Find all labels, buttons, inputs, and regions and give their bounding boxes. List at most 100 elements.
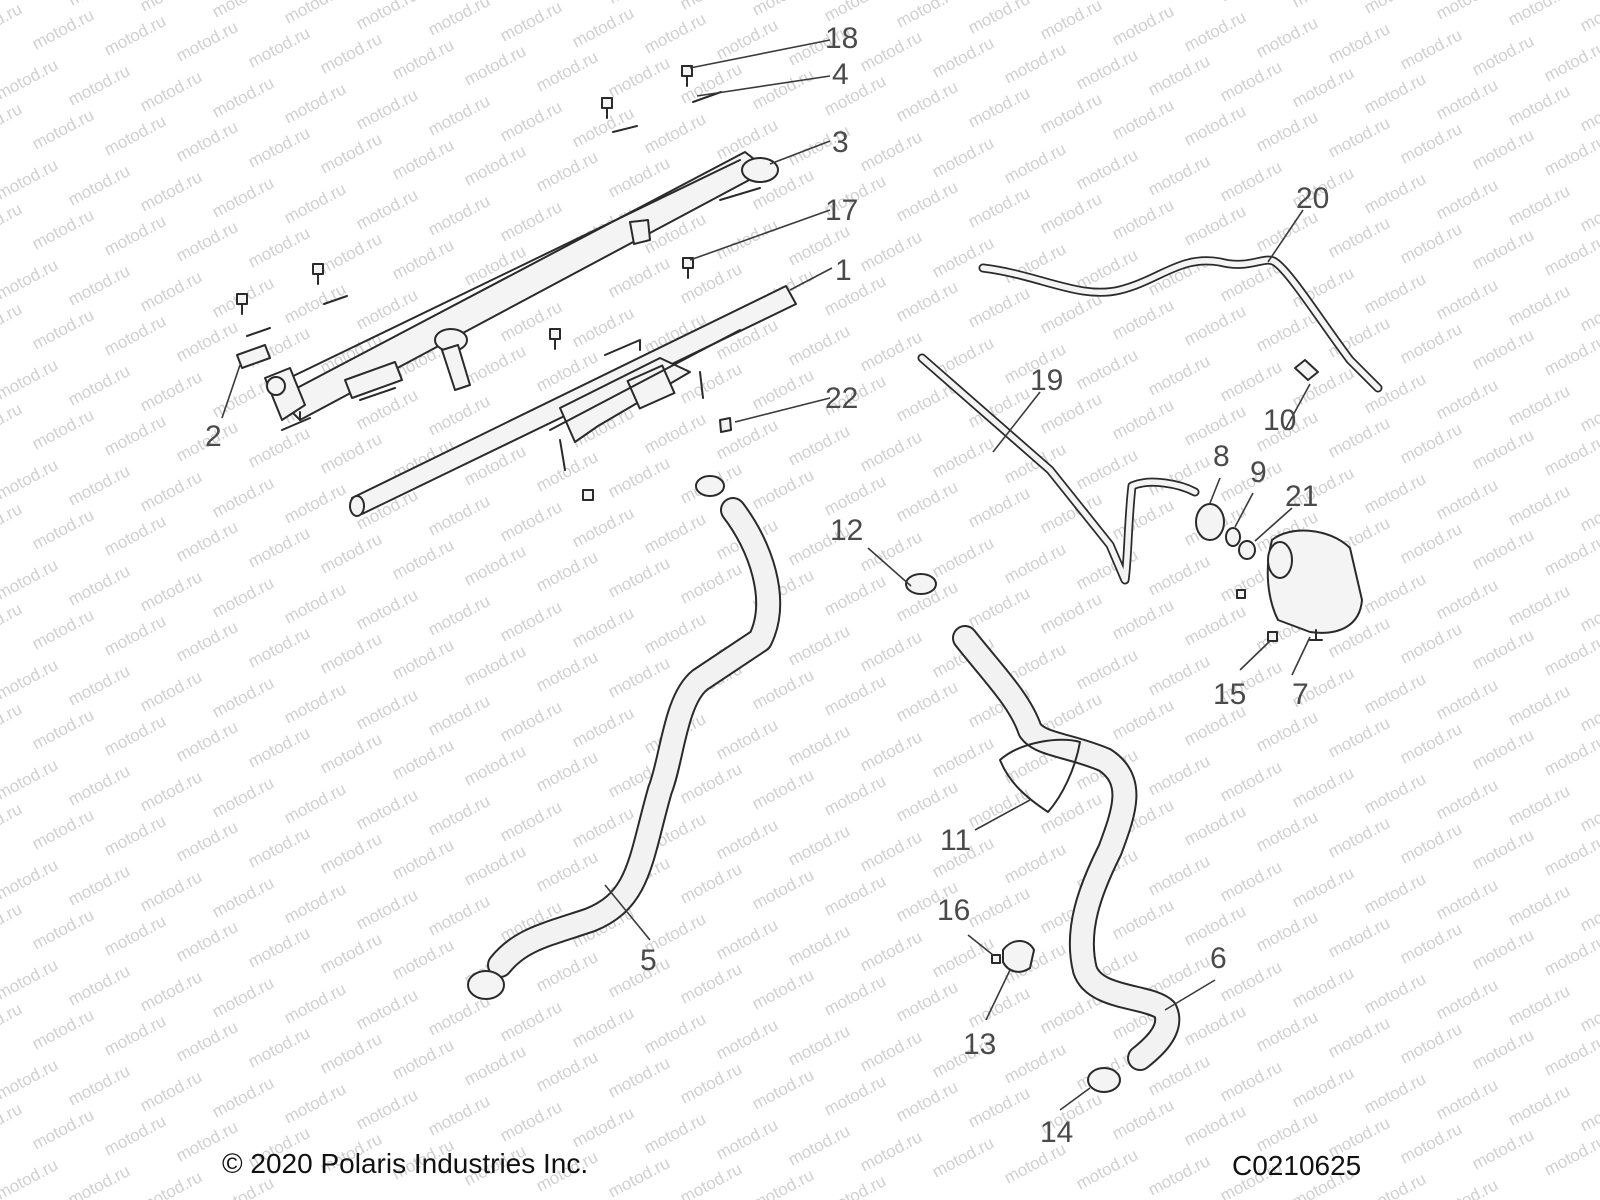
watermark-text: motod.ru (101, 811, 169, 859)
watermark-text: motod.ru (1181, 801, 1249, 849)
watermark-text: motod.ru (1433, 875, 1501, 923)
radiator-lower-tube-part-1 (349, 285, 797, 517)
watermark-text: motod.ru (1541, 531, 1600, 579)
callout-4: 4 (832, 58, 849, 91)
watermark-text: motod.ru (857, 627, 925, 675)
watermark-text: motod.ru (1001, 1039, 1069, 1087)
watermark-text: motod.ru (1541, 1131, 1600, 1179)
watermark-text: motod.ru (965, 583, 1033, 631)
watermark-text: motod.ru (1109, 1095, 1177, 1143)
watermark-text: motod.ru (1397, 719, 1465, 767)
watermark-text: motod.ru (569, 3, 637, 51)
watermark-text: motod.ru (1541, 831, 1600, 879)
watermark-text: motod.ru (1541, 731, 1600, 779)
watermark-text: motod.ru (29, 105, 97, 153)
watermark-text: motod.ru (1577, 787, 1600, 835)
watermark-text: motod.ru (821, 671, 889, 719)
watermark-text: motod.ru (1397, 619, 1465, 667)
watermark-text: motod.ru (785, 821, 853, 869)
watermark-text: motod.ru (893, 677, 961, 725)
watermark-text: motod.ru (533, 0, 601, 2)
watermark-text: motod.ru (245, 123, 313, 171)
watermark-text: motod.ru (1289, 963, 1357, 1011)
watermark-text: motod.ru (1325, 913, 1393, 961)
watermark-text: motod.ru (1181, 7, 1249, 55)
watermark-text: motod.ru (137, 67, 205, 115)
watermark-text: motod.ru (857, 327, 925, 375)
watermark-text: motod.ru (65, 161, 133, 209)
watermark-text: motod.ru (857, 727, 925, 775)
watermark-text: motod.ru (857, 1127, 925, 1175)
watermark-text: motod.ru (1073, 1145, 1141, 1193)
watermark-text: motod.ru (965, 883, 1033, 931)
watermark-text: motod.ru (0, 199, 25, 247)
watermark-text: motod.ru (821, 471, 889, 519)
watermark-text: motod.ru (1433, 1175, 1501, 1200)
watermark-text: motod.ru (1325, 113, 1393, 161)
callout-22: 22 (825, 382, 858, 415)
watermark-text: motod.ru (749, 0, 817, 20)
watermark-text: motod.ru (785, 921, 853, 969)
watermark-text: motod.ru (1505, 981, 1573, 1029)
watermark-text: motod.ru (1577, 187, 1600, 235)
watermark-text: motod.ru (281, 179, 349, 227)
watermark-text: motod.ru (1361, 269, 1429, 317)
watermark-text: motod.ru (1577, 587, 1600, 635)
watermark-text: motod.ru (893, 977, 961, 1025)
watermark-text: motod.ru (1217, 1057, 1285, 1105)
watermark-text: motod.ru (65, 761, 133, 809)
watermark-text: motod.ru (713, 915, 781, 963)
watermark-text: motod.ru (1145, 451, 1213, 499)
watermark-text: motod.ru (605, 1053, 673, 1101)
watermark-text: motod.ru (1253, 1007, 1321, 1055)
watermark-text: motod.ru (1253, 307, 1321, 355)
watermark-text: motod.ru (245, 423, 313, 471)
callout-13: 13 (963, 1028, 996, 1061)
watermark-text: motod.ru (749, 1165, 817, 1200)
watermark-text: motod.ru (1217, 0, 1285, 6)
watermark-text: motod.ru (173, 317, 241, 365)
watermark-text: motod.ru (101, 511, 169, 559)
watermark-text: motod.ru (317, 729, 385, 777)
watermark-text: motod.ru (1577, 87, 1600, 135)
callout-6: 6 (1210, 942, 1227, 975)
watermark-text: motod.ru (425, 1091, 493, 1139)
watermark-text: motod.ru (1109, 495, 1177, 543)
watermark-text: motod.ru (1217, 157, 1285, 205)
callout-11: 11 (940, 824, 971, 857)
watermark-text: motod.ru (389, 135, 457, 183)
watermark-text: motod.ru (1541, 231, 1600, 279)
watermark-text: motod.ru (893, 777, 961, 825)
watermark-text: motod.ru (1469, 725, 1537, 773)
watermark-text: motod.ru (1433, 175, 1501, 223)
watermark-text: motod.ru (569, 1103, 637, 1151)
watermark-text: motod.ru (1361, 69, 1429, 117)
watermark-text: motod.ru (0, 699, 25, 747)
watermark-text: motod.ru (425, 591, 493, 639)
watermark-text: motod.ru (0, 455, 61, 503)
watermark-text: motod.ru (29, 1105, 97, 1153)
watermark-text: motod.ru (1145, 351, 1213, 399)
watermark-text: motod.ru (137, 567, 205, 615)
watermark-text: motod.ru (533, 447, 601, 495)
callout-15: 15 (1213, 678, 1246, 711)
watermark-text: motod.ru (1217, 357, 1285, 405)
watermark-text: motod.ru (209, 773, 277, 821)
watermark-text: motod.ru (1325, 1013, 1393, 1061)
watermark-text: motod.ru (1217, 857, 1285, 905)
watermark-text: motod.ru (1253, 1107, 1321, 1155)
watermark-text: motod.ru (677, 359, 745, 407)
watermark-text: motod.ru (497, 597, 565, 645)
watermark-text: motod.ru (1217, 757, 1285, 805)
watermark-text: motod.ru (29, 605, 97, 653)
watermark-text: motod.ru (209, 473, 277, 521)
watermark-text: motod.ru (785, 1121, 853, 1169)
callout-21: 21 (1285, 480, 1318, 513)
watermark-text: motod.ru (605, 53, 673, 101)
watermark-text: motod.ru (893, 177, 961, 225)
watermark-text: motod.ru (965, 1083, 1033, 1131)
watermark-text: motod.ru (1397, 1119, 1465, 1167)
watermark-text: motod.ru (0, 799, 25, 847)
watermark-text: motod.ru (1109, 195, 1177, 243)
watermark-text: motod.ru (1001, 139, 1069, 187)
